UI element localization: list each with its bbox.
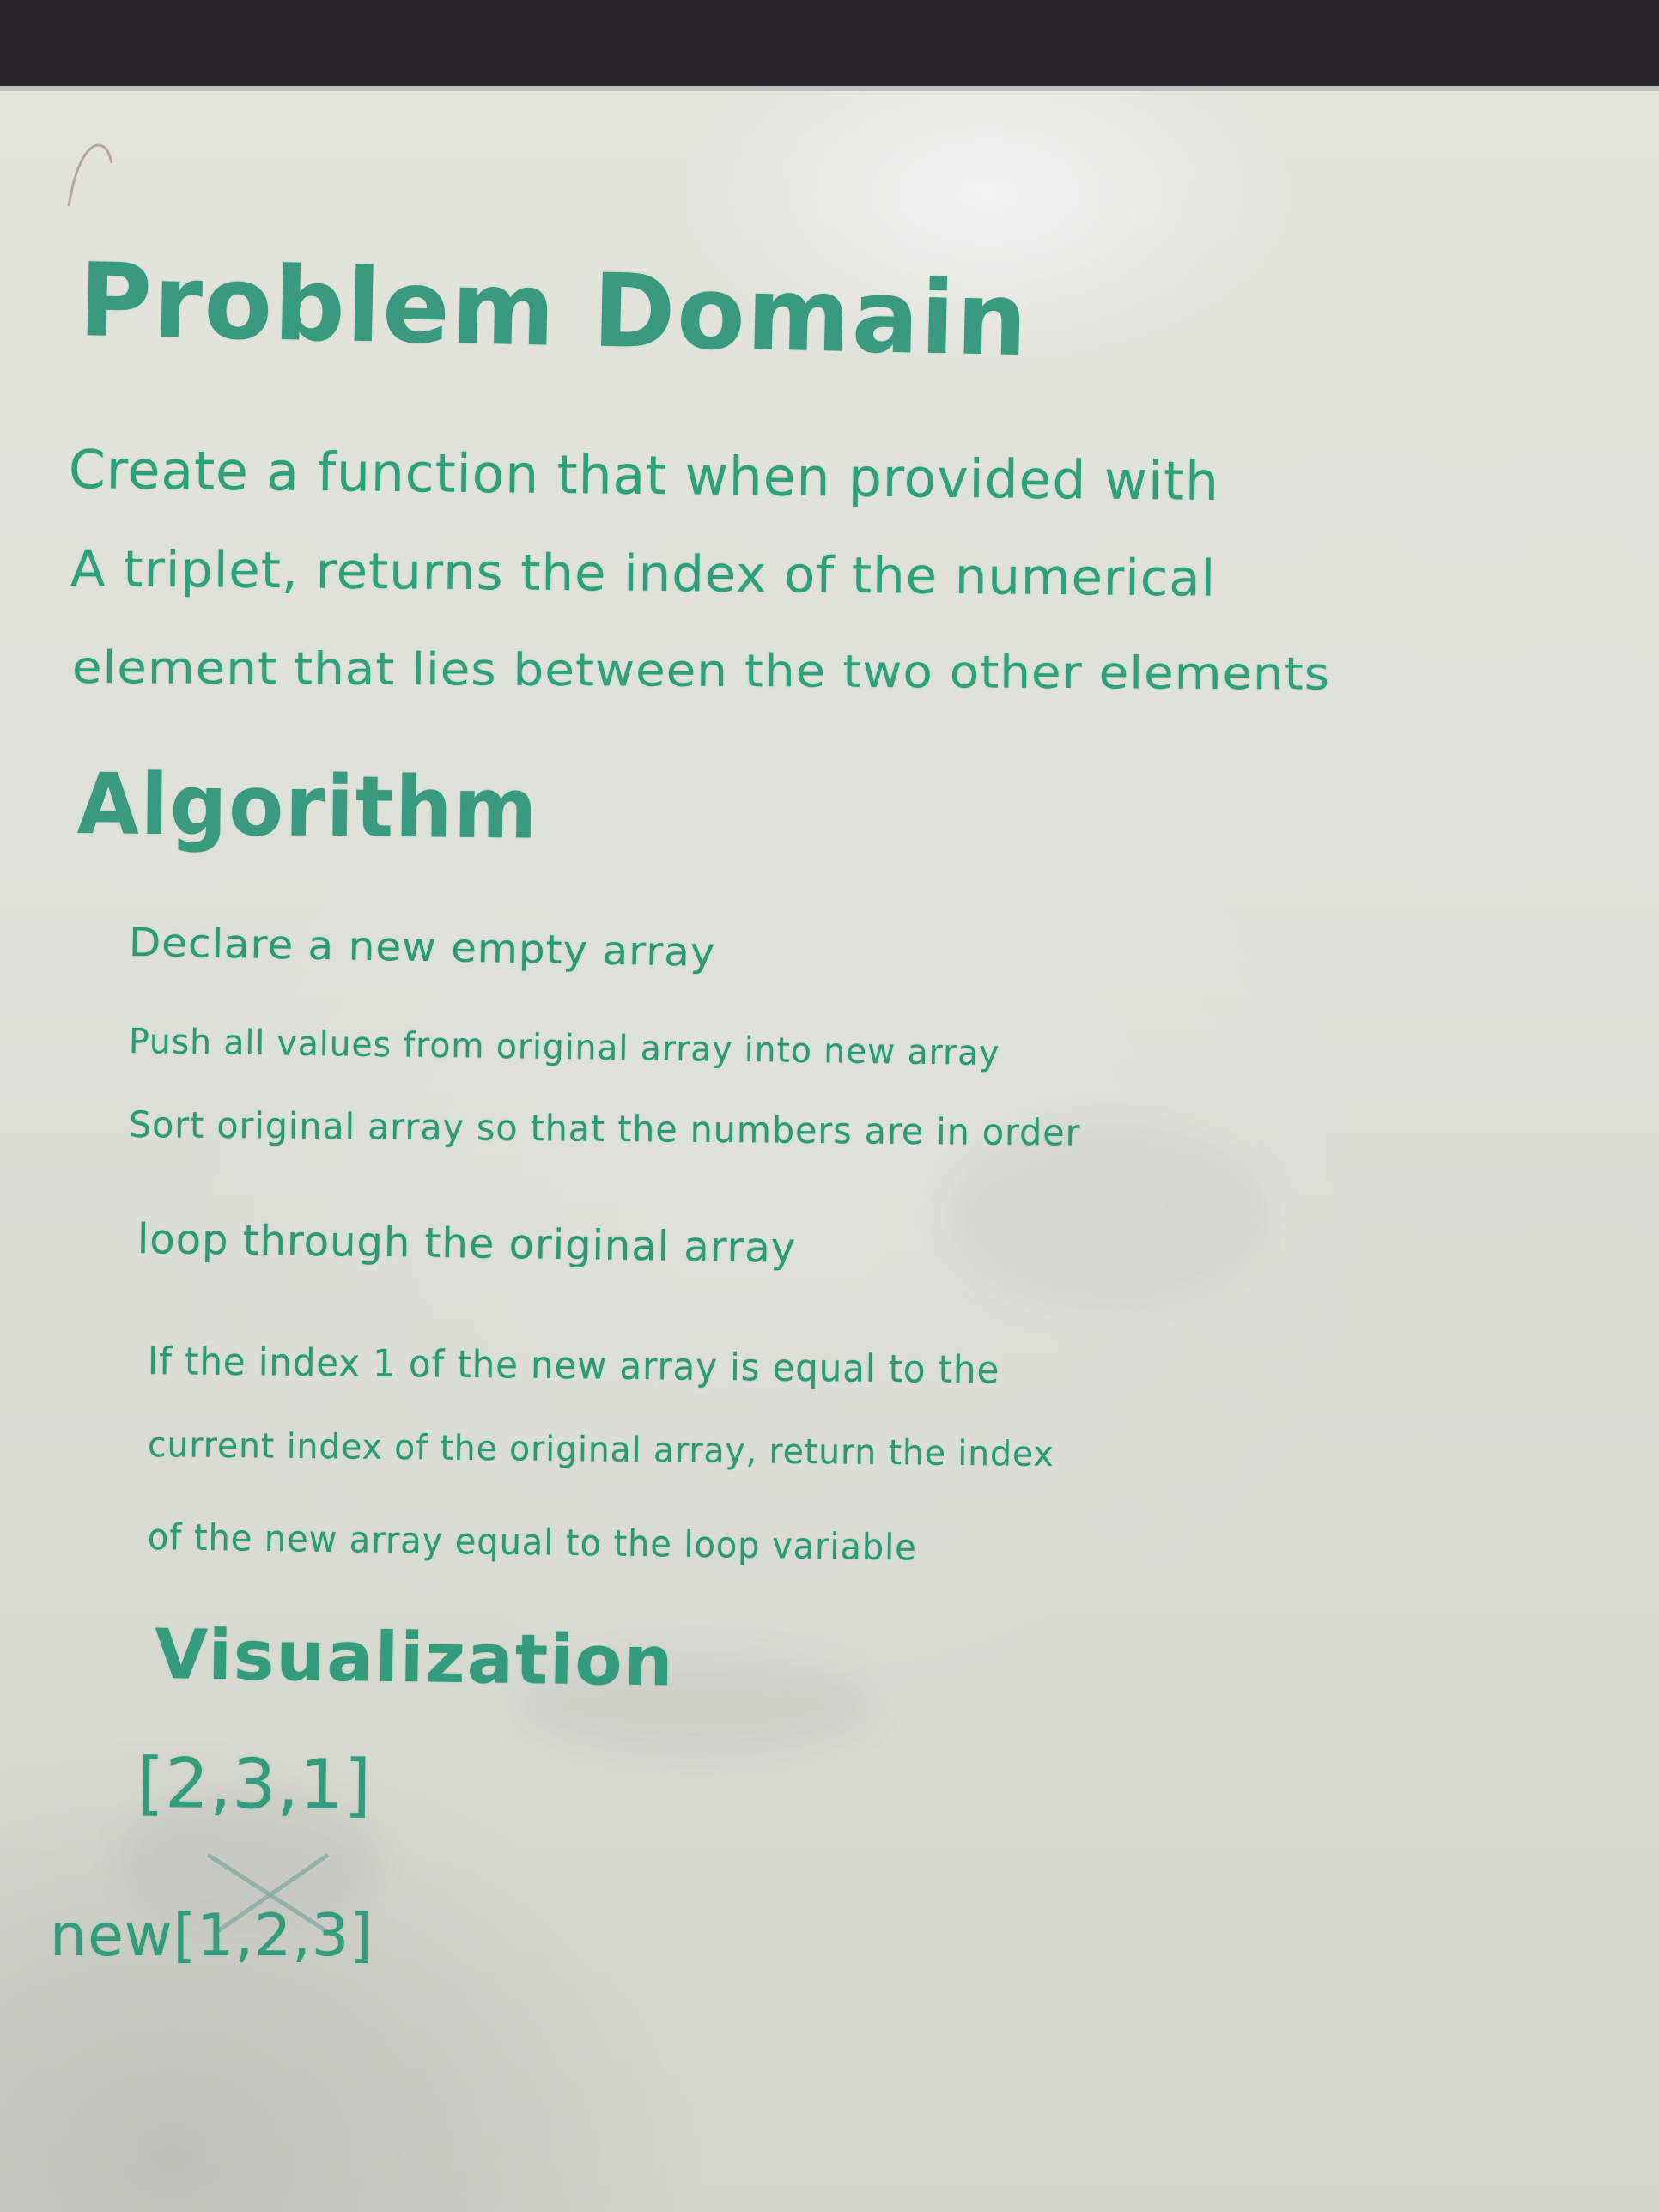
visualization-heading: Visualization <box>154 1614 676 1702</box>
scribble-mark <box>67 143 113 207</box>
algorithm-line-4: loop through the original array <box>137 1215 797 1273</box>
problem-domain-heading: Problem Domain <box>77 240 1030 380</box>
problem-line-1: Create a function that when provided wit… <box>68 438 1220 514</box>
sorted-new-array: new[1,2,3] <box>50 1902 374 1970</box>
board-smudge <box>945 1121 1271 1310</box>
algorithm-line-3: Sort original array so that the numbers … <box>128 1103 1081 1154</box>
original-array: [2,3,1] <box>137 1743 373 1826</box>
problem-line-2: A triplet, returns the index of the nume… <box>70 539 1217 608</box>
algorithm-heading: Algorithm <box>76 756 539 859</box>
algorithm-line-5: If the index 1 of the new array is equal… <box>147 1340 1000 1393</box>
problem-line-3: element that lies between the two other … <box>71 642 1331 701</box>
board-smudge <box>515 1654 876 1757</box>
